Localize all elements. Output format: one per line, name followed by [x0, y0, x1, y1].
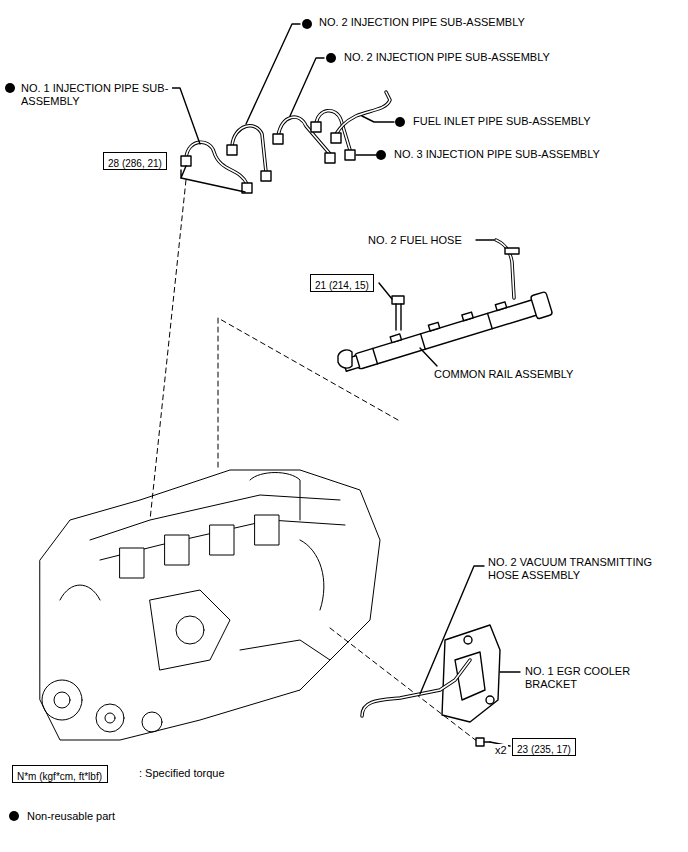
part-label: NO. 3 INJECTION PIPE SUB-ASSEMBLY — [393, 148, 601, 161]
legend-swatch — [9, 811, 19, 821]
torque-value: 21 (214, 15) — [311, 278, 373, 294]
part-label: NO. 1 EGR COOLER BRACKET — [524, 665, 646, 691]
torque-box: 23 (235, 17) — [512, 738, 576, 756]
torque-value: 23 (235, 17) — [513, 742, 575, 758]
torque-box: N*m (kgf*cm, ft*lbf) — [12, 765, 108, 783]
part-label: x2 — [494, 744, 508, 757]
part-label: FUEL INLET PIPE SUB-ASSEMBLY — [412, 115, 592, 128]
part-label: NO. 2 INJECTION PIPE SUB-ASSEMBLY — [318, 16, 526, 29]
torque-box: 28 (286, 21) — [103, 152, 167, 170]
torque-value: N*m (kgf*cm, ft*lbf) — [13, 769, 106, 785]
part-label: NO. 2 FUEL HOSE — [367, 234, 463, 247]
legend-text: : Specified torque — [138, 767, 226, 780]
torque-box: 21 (214, 15) — [310, 274, 374, 292]
part-label: COMMON RAIL ASSEMBLY — [433, 368, 574, 381]
part-label: NO. 1 INJECTION PIPE SUB-ASSEMBLY — [20, 82, 172, 108]
part-label: NO. 2 INJECTION PIPE SUB-ASSEMBLY — [343, 51, 551, 64]
part-label: NO. 2 VACUUM TRANSMITTING HOSE ASSEMBLY — [487, 556, 659, 582]
torque-value: 28 (286, 21) — [104, 156, 166, 172]
legend-text: Non-reusable part — [26, 810, 116, 823]
